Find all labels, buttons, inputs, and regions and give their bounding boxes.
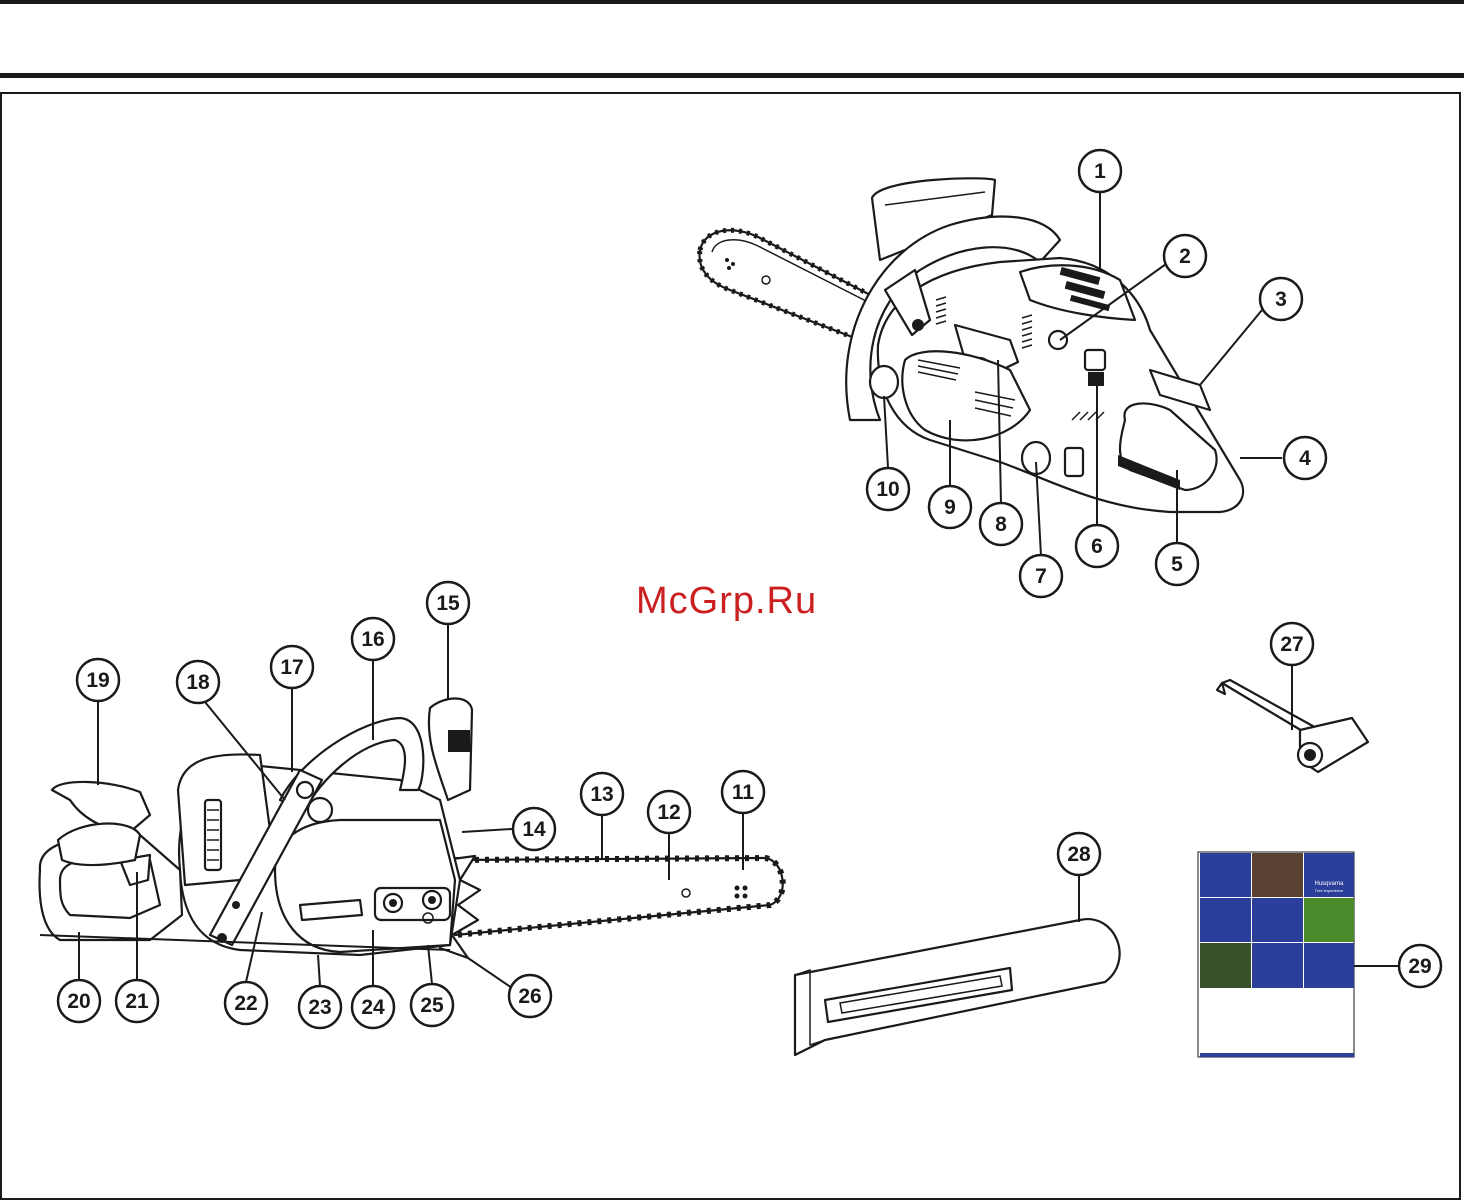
svg-text:18: 18 xyxy=(186,671,210,694)
svg-text:3: 3 xyxy=(1275,288,1287,311)
svg-text:22: 22 xyxy=(234,992,257,1015)
manual-brand: Husqvarna xyxy=(1314,881,1344,887)
guide-bar-cover xyxy=(795,919,1120,1055)
callout-3: 3 xyxy=(1260,278,1302,320)
svg-text:16: 16 xyxy=(361,628,384,651)
callout-8: 8 xyxy=(980,503,1022,545)
svg-text:13: 13 xyxy=(590,783,613,806)
svg-text:19: 19 xyxy=(86,669,109,692)
chainsaw-top-view xyxy=(700,178,1244,512)
svg-text:25: 25 xyxy=(420,994,444,1017)
svg-text:2: 2 xyxy=(1179,245,1191,268)
callout-6: 6 xyxy=(1076,525,1118,567)
svg-text:24: 24 xyxy=(361,996,385,1019)
callout-9: 9 xyxy=(929,486,971,528)
callout-29: 29 xyxy=(1399,945,1441,987)
callout-10: 10 xyxy=(867,468,909,510)
svg-text:23: 23 xyxy=(308,996,331,1019)
svg-text:10: 10 xyxy=(876,478,899,501)
svg-text:1: 1 xyxy=(1094,160,1106,183)
callout-16: 16 xyxy=(352,618,394,660)
callout-28: 28 xyxy=(1058,833,1100,875)
callout-14: 14 xyxy=(513,808,555,850)
svg-text:20: 20 xyxy=(67,990,90,1013)
callout-15: 15 xyxy=(427,582,469,624)
svg-text:28: 28 xyxy=(1067,843,1091,866)
svg-text:26: 26 xyxy=(518,985,541,1008)
callout-21: 21 xyxy=(116,980,158,1022)
callout-20: 20 xyxy=(58,980,100,1022)
svg-text:15: 15 xyxy=(436,592,460,615)
callout-19: 19 xyxy=(77,659,119,701)
svg-text:12: 12 xyxy=(657,801,680,824)
svg-text:21: 21 xyxy=(125,990,149,1013)
callout-4: 4 xyxy=(1284,437,1326,479)
callout-26: 26 xyxy=(509,975,551,1017)
svg-text:11: 11 xyxy=(732,781,755,804)
svg-text:7: 7 xyxy=(1035,565,1047,588)
callout-11: 11 xyxy=(722,771,764,813)
callout-23: 23 xyxy=(299,986,341,1028)
svg-text:5: 5 xyxy=(1171,553,1183,576)
callout-1: 1 xyxy=(1079,150,1121,192)
svg-text:14: 14 xyxy=(522,818,546,841)
manual-tagline: Tree experience xyxy=(1315,888,1345,893)
svg-text:17: 17 xyxy=(280,656,303,679)
svg-text:8: 8 xyxy=(995,513,1007,536)
callout-24: 24 xyxy=(352,986,394,1028)
svg-text:4: 4 xyxy=(1299,447,1311,470)
callout-13: 13 xyxy=(581,773,623,815)
callout-2: 2 xyxy=(1164,235,1206,277)
callout-5: 5 xyxy=(1156,543,1198,585)
callout-12: 12 xyxy=(648,791,690,833)
svg-text:9: 9 xyxy=(944,496,956,519)
callout-7: 7 xyxy=(1020,555,1062,597)
watermark-text: McGrp.Ru xyxy=(636,580,817,623)
callout-17: 17 xyxy=(271,646,313,688)
callout-27: 27 xyxy=(1271,623,1313,665)
svg-text:29: 29 xyxy=(1408,955,1431,978)
callout-18: 18 xyxy=(177,661,219,703)
svg-text:27: 27 xyxy=(1280,633,1303,656)
svg-text:6: 6 xyxy=(1091,535,1103,558)
callout-22: 22 xyxy=(225,982,267,1024)
operators-manual: Husqvarna Tree experience xyxy=(1198,852,1354,1057)
callout-25: 25 xyxy=(411,984,453,1026)
